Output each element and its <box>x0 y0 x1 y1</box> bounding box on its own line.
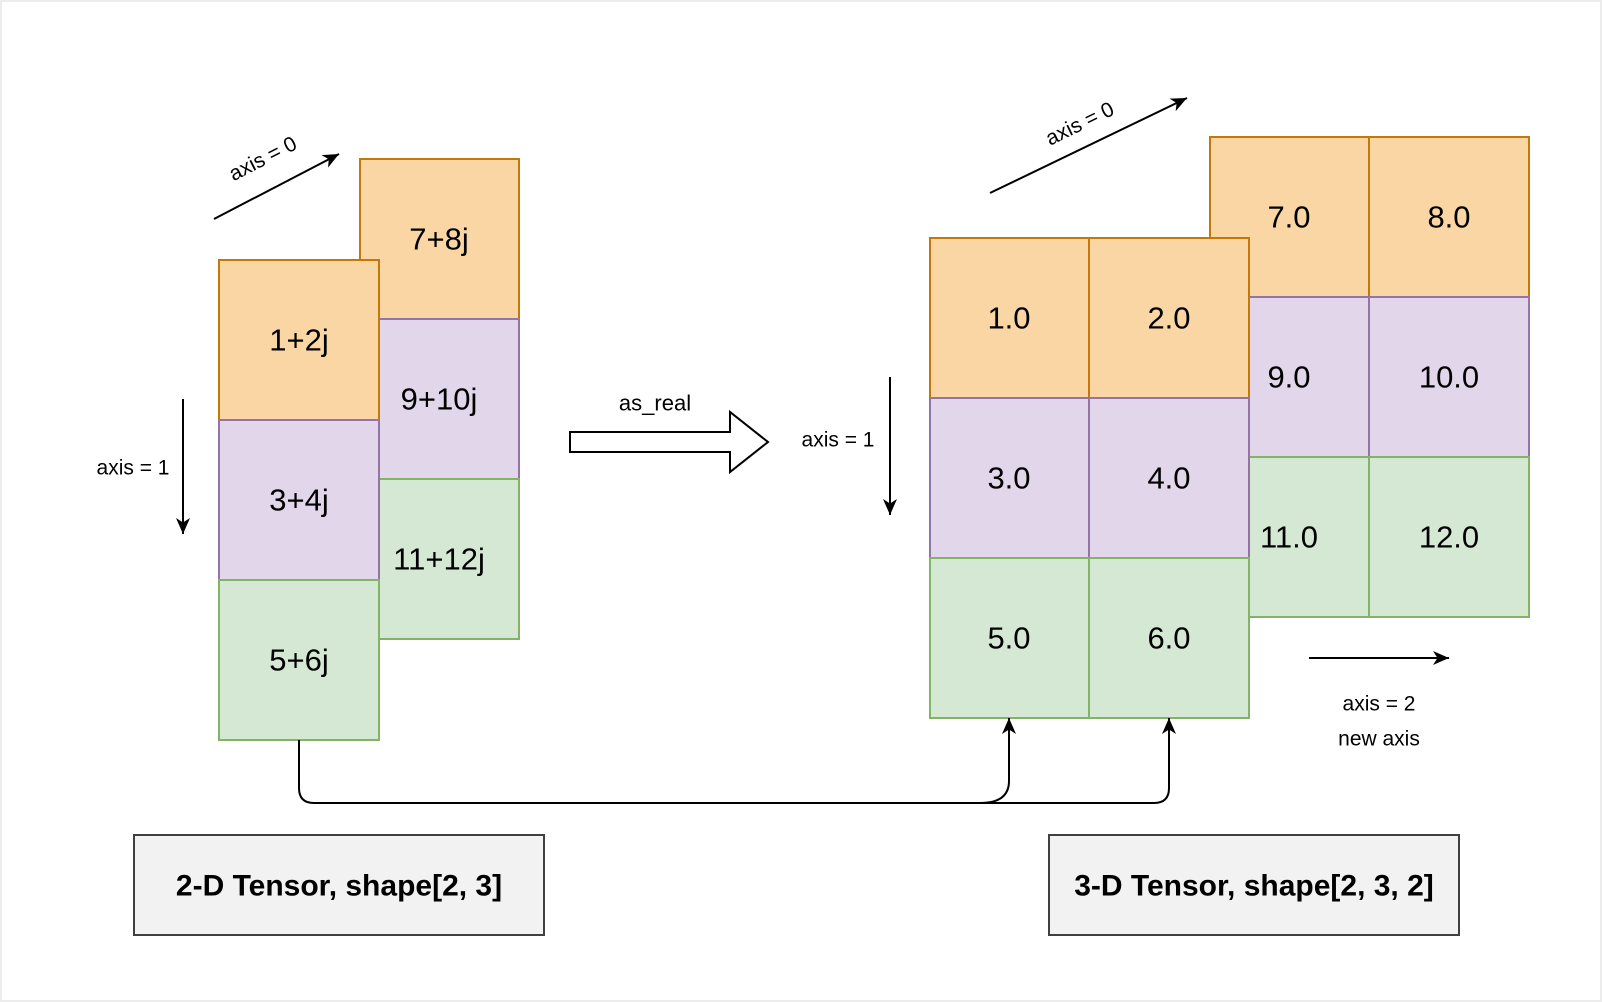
right-front-cell-1-0 <box>929 397 1090 559</box>
right-front-cell-2-0-value: 5.0 <box>987 621 1030 656</box>
right-tensor: 7.0 8.0 9.0 10.0 11.0 12.0 1.0 2.0 3.0 4… <box>802 97 1530 751</box>
connector-main-path <box>298 718 1176 804</box>
as-real-label: as_real <box>619 391 691 416</box>
left-back-cell-0-value: 7+8j <box>409 222 468 257</box>
right-front-cell-0-1 <box>1088 237 1250 399</box>
as-real-block-arrow-icon <box>569 409 770 475</box>
right-front-cell-2-1 <box>1088 557 1250 719</box>
right-back-cell-0-0-value: 7.0 <box>1267 200 1310 235</box>
right-back-cell-1-1-value: 10.0 <box>1419 360 1479 395</box>
right-front-cell-1-1-value: 4.0 <box>1147 461 1190 496</box>
left-front-cell-1-value: 3+4j <box>269 483 328 518</box>
right-back-cell-1-1 <box>1368 296 1530 458</box>
right-caption-box <box>1048 834 1460 936</box>
right-caption-text: 3-D Tensor, shape[2, 3, 2] <box>1074 870 1434 903</box>
left-back-cell-1 <box>359 318 520 480</box>
left-back-cell-2 <box>359 478 520 640</box>
right-axis0-label: axis = 0 <box>1042 98 1118 151</box>
complex-to-real-connector <box>298 718 1176 804</box>
left-back-cell-1-value: 9+10j <box>401 382 478 417</box>
right-back-cell-2-0-value: 11.0 <box>1260 520 1318 555</box>
left-back-cell-0 <box>359 158 520 320</box>
left-back-cell-2-value: 11+12j <box>393 542 485 577</box>
left-front-cell-0 <box>218 259 380 421</box>
right-front-cell-0-1-value: 2.0 <box>1147 301 1190 336</box>
left-front-cell-0-value: 1+2j <box>269 323 328 358</box>
right-front-cell-0-0-value: 1.0 <box>987 301 1030 336</box>
right-back-cell-2-1 <box>1368 456 1530 618</box>
left-caption-text: 2-D Tensor, shape[2, 3] <box>176 870 502 903</box>
right-axis1-label: axis = 1 <box>802 429 875 452</box>
right-front-cell-2-0 <box>929 557 1090 719</box>
connector-branch-path <box>979 718 1016 804</box>
right-front-cell-1-1 <box>1088 397 1250 559</box>
left-axis0-arrow-icon <box>213 153 340 220</box>
left-axis0-label: axis = 0 <box>225 132 300 186</box>
right-front-cell-2-1-value: 6.0 <box>1147 621 1190 656</box>
right-back-cell-1-0-value: 9.0 <box>1267 360 1310 395</box>
right-front-cell-0-0 <box>929 237 1090 399</box>
right-back-cell-0-1-value: 8.0 <box>1427 200 1470 235</box>
left-front-cell-2 <box>218 579 380 741</box>
left-caption: 2-D Tensor, shape[2, 3] <box>133 834 545 936</box>
right-axis2-label-line1: axis = 2 <box>1343 693 1416 716</box>
right-caption: 3-D Tensor, shape[2, 3, 2] <box>1048 834 1460 936</box>
left-front-cell-1 <box>218 419 380 581</box>
right-axis2-label-line2: new axis <box>1338 728 1420 751</box>
right-axis0-arrow-icon <box>989 97 1188 194</box>
left-front-cell-2-value: 5+6j <box>269 643 328 678</box>
right-back-cell-2-1-value: 12.0 <box>1419 520 1479 555</box>
left-tensor: 7+8j 9+10j 11+12j 1+2j 3+4j 5+6j axis = … <box>97 132 520 741</box>
as-real-transform: as_real <box>569 391 770 475</box>
left-caption-box <box>133 834 545 936</box>
right-front-cell-1-0-value: 3.0 <box>987 461 1030 496</box>
left-axis1-label: axis = 1 <box>97 457 170 480</box>
